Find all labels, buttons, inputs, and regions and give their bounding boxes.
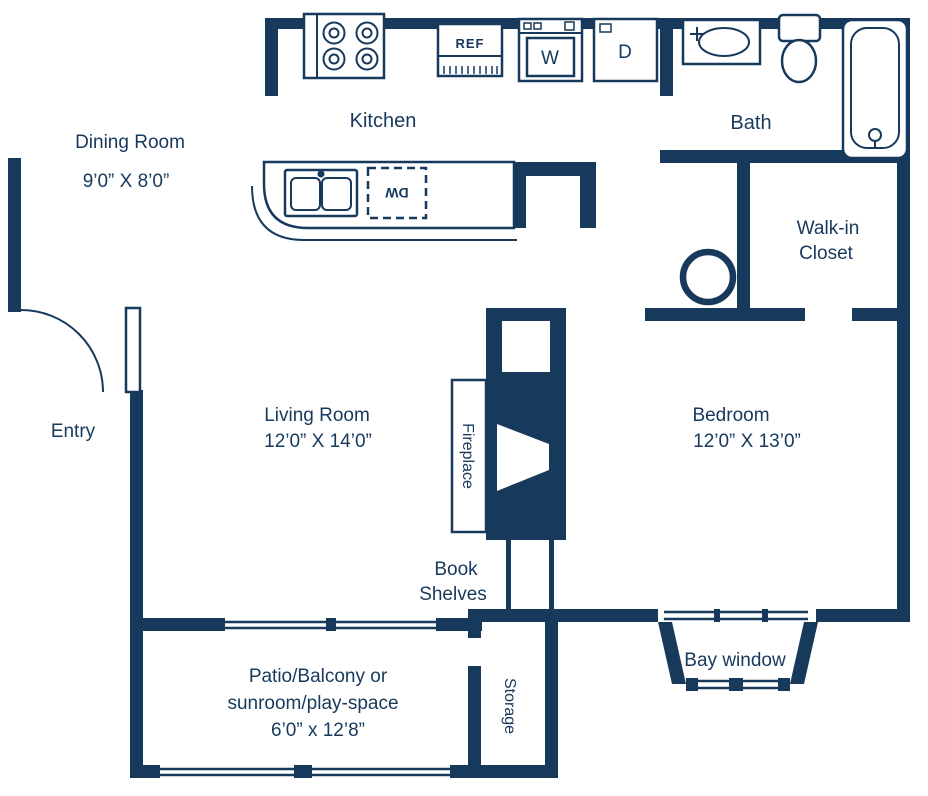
refrigerator-vent: [443, 66, 498, 74]
wall-segment: [468, 609, 658, 622]
wall-segment: [510, 162, 596, 176]
fireplace-label: Fireplace: [459, 423, 476, 489]
dining-room-dims: 9’0” X 8’0”: [83, 171, 170, 192]
wall-segment: [294, 765, 312, 778]
bay-wall-right: [790, 622, 818, 684]
patio-dims: 6’0” x 12’8”: [271, 720, 365, 741]
storage-label: Storage: [501, 678, 518, 734]
wall-segment: [326, 618, 336, 631]
washer-icon: W: [517, 17, 584, 83]
water-heater-icon: [679, 248, 737, 306]
dishwasher-icon: DW: [366, 166, 428, 220]
wall-segment: [265, 18, 910, 29]
wall-segment: [778, 678, 790, 691]
toilet-bowl: [780, 38, 818, 84]
wall-segment: [8, 158, 21, 312]
wall-segment: [550, 308, 566, 380]
faucet-icon: [317, 170, 325, 178]
wall-segment: [468, 622, 481, 638]
wall-segment: [737, 150, 750, 321]
door-leaf: [124, 306, 142, 394]
dining-room-label: Dining Room: [75, 132, 185, 153]
wall-segment: [545, 622, 558, 765]
walk-in-closet-label-line2: Closet: [799, 243, 854, 264]
bookshelf-side: [549, 540, 554, 609]
wall-segment: [762, 609, 768, 622]
bedroom-dims: 12’0” X 13’0”: [693, 431, 801, 452]
toilet-tank: [777, 13, 822, 43]
wall-segment: [852, 308, 910, 321]
counter-edge-line: [251, 185, 517, 241]
wall-segment: [686, 678, 698, 691]
washer-knob: [533, 22, 542, 30]
patio-label-line2: sunroom/play-space: [227, 693, 398, 714]
sink-basin: [290, 177, 321, 211]
refrigerator-outline: [436, 22, 504, 78]
kitchen-sink-icon: [283, 168, 359, 218]
fireplace-opening: [497, 424, 549, 491]
dryer-icon: D: [592, 17, 659, 83]
tub-outline: [841, 18, 909, 160]
refrigerator-label: REF: [456, 36, 485, 51]
kitchen-label: Kitchen: [350, 110, 417, 132]
wall-segment: [580, 176, 596, 228]
wall-segment: [660, 18, 673, 96]
bath-fixtures: [681, 13, 909, 160]
washer-knob: [564, 21, 575, 31]
kitchen-counter: DW: [251, 160, 517, 241]
living-room-label: Living Room: [264, 405, 370, 426]
stove-icon: [302, 12, 386, 80]
fireplace-label-strip: [450, 378, 488, 534]
patio-label-line1: Patio/Balcony or: [249, 666, 388, 687]
refrigerator-icon: REF: [436, 22, 504, 78]
washer-label: W: [541, 48, 559, 69]
bath-sink-icon: [681, 18, 762, 66]
entry-door-icon: [20, 306, 142, 394]
wall-segment: [265, 18, 278, 96]
entry-label: Entry: [51, 421, 96, 442]
walk-in-closet-label-line1: Walk-in: [797, 218, 860, 239]
bedroom-label: Bedroom: [692, 405, 769, 426]
wall-segment: [468, 666, 481, 765]
wall-segment: [729, 678, 743, 691]
wall-segment: [130, 765, 160, 778]
wall-segment: [450, 765, 558, 778]
labels: Dining Room 9’0” X 8’0” Kitchen Bath Wal…: [51, 110, 860, 741]
living-room-dims: 12’0” X 14’0”: [264, 431, 372, 452]
dishwasher-label: DW: [385, 185, 409, 201]
toilet-icon: [777, 13, 822, 84]
bay-wall-left: [658, 622, 686, 684]
door-swing-arc: [20, 309, 104, 393]
dishwasher-outline: [366, 166, 428, 220]
windows: [160, 610, 808, 777]
bay-window-label: Bay window: [684, 650, 786, 671]
sink-basin: [321, 177, 352, 211]
wall-segment: [816, 609, 910, 622]
bathtub-icon: [841, 18, 909, 160]
fireplace: Fireplace: [450, 378, 549, 534]
wall-segment: [486, 308, 502, 380]
dryer-label: D: [618, 42, 632, 63]
bath-label: Bath: [730, 112, 771, 134]
wall-segment: [143, 618, 225, 631]
washer-door: [525, 36, 576, 78]
wall-segment: [645, 308, 805, 321]
book-shelves-label-line1: Book: [434, 559, 478, 580]
book-shelves-label-line2: Shelves: [419, 584, 487, 605]
wall-segment: [130, 390, 143, 778]
dryer-knob: [599, 23, 612, 33]
bookshelf-side: [506, 540, 511, 609]
burner: [322, 21, 379, 71]
dryer-outline: [592, 17, 659, 83]
sink-bowl: [698, 27, 750, 57]
wall-segment: [486, 308, 566, 321]
washer-knob: [523, 22, 532, 30]
wall-segment: [714, 609, 720, 622]
